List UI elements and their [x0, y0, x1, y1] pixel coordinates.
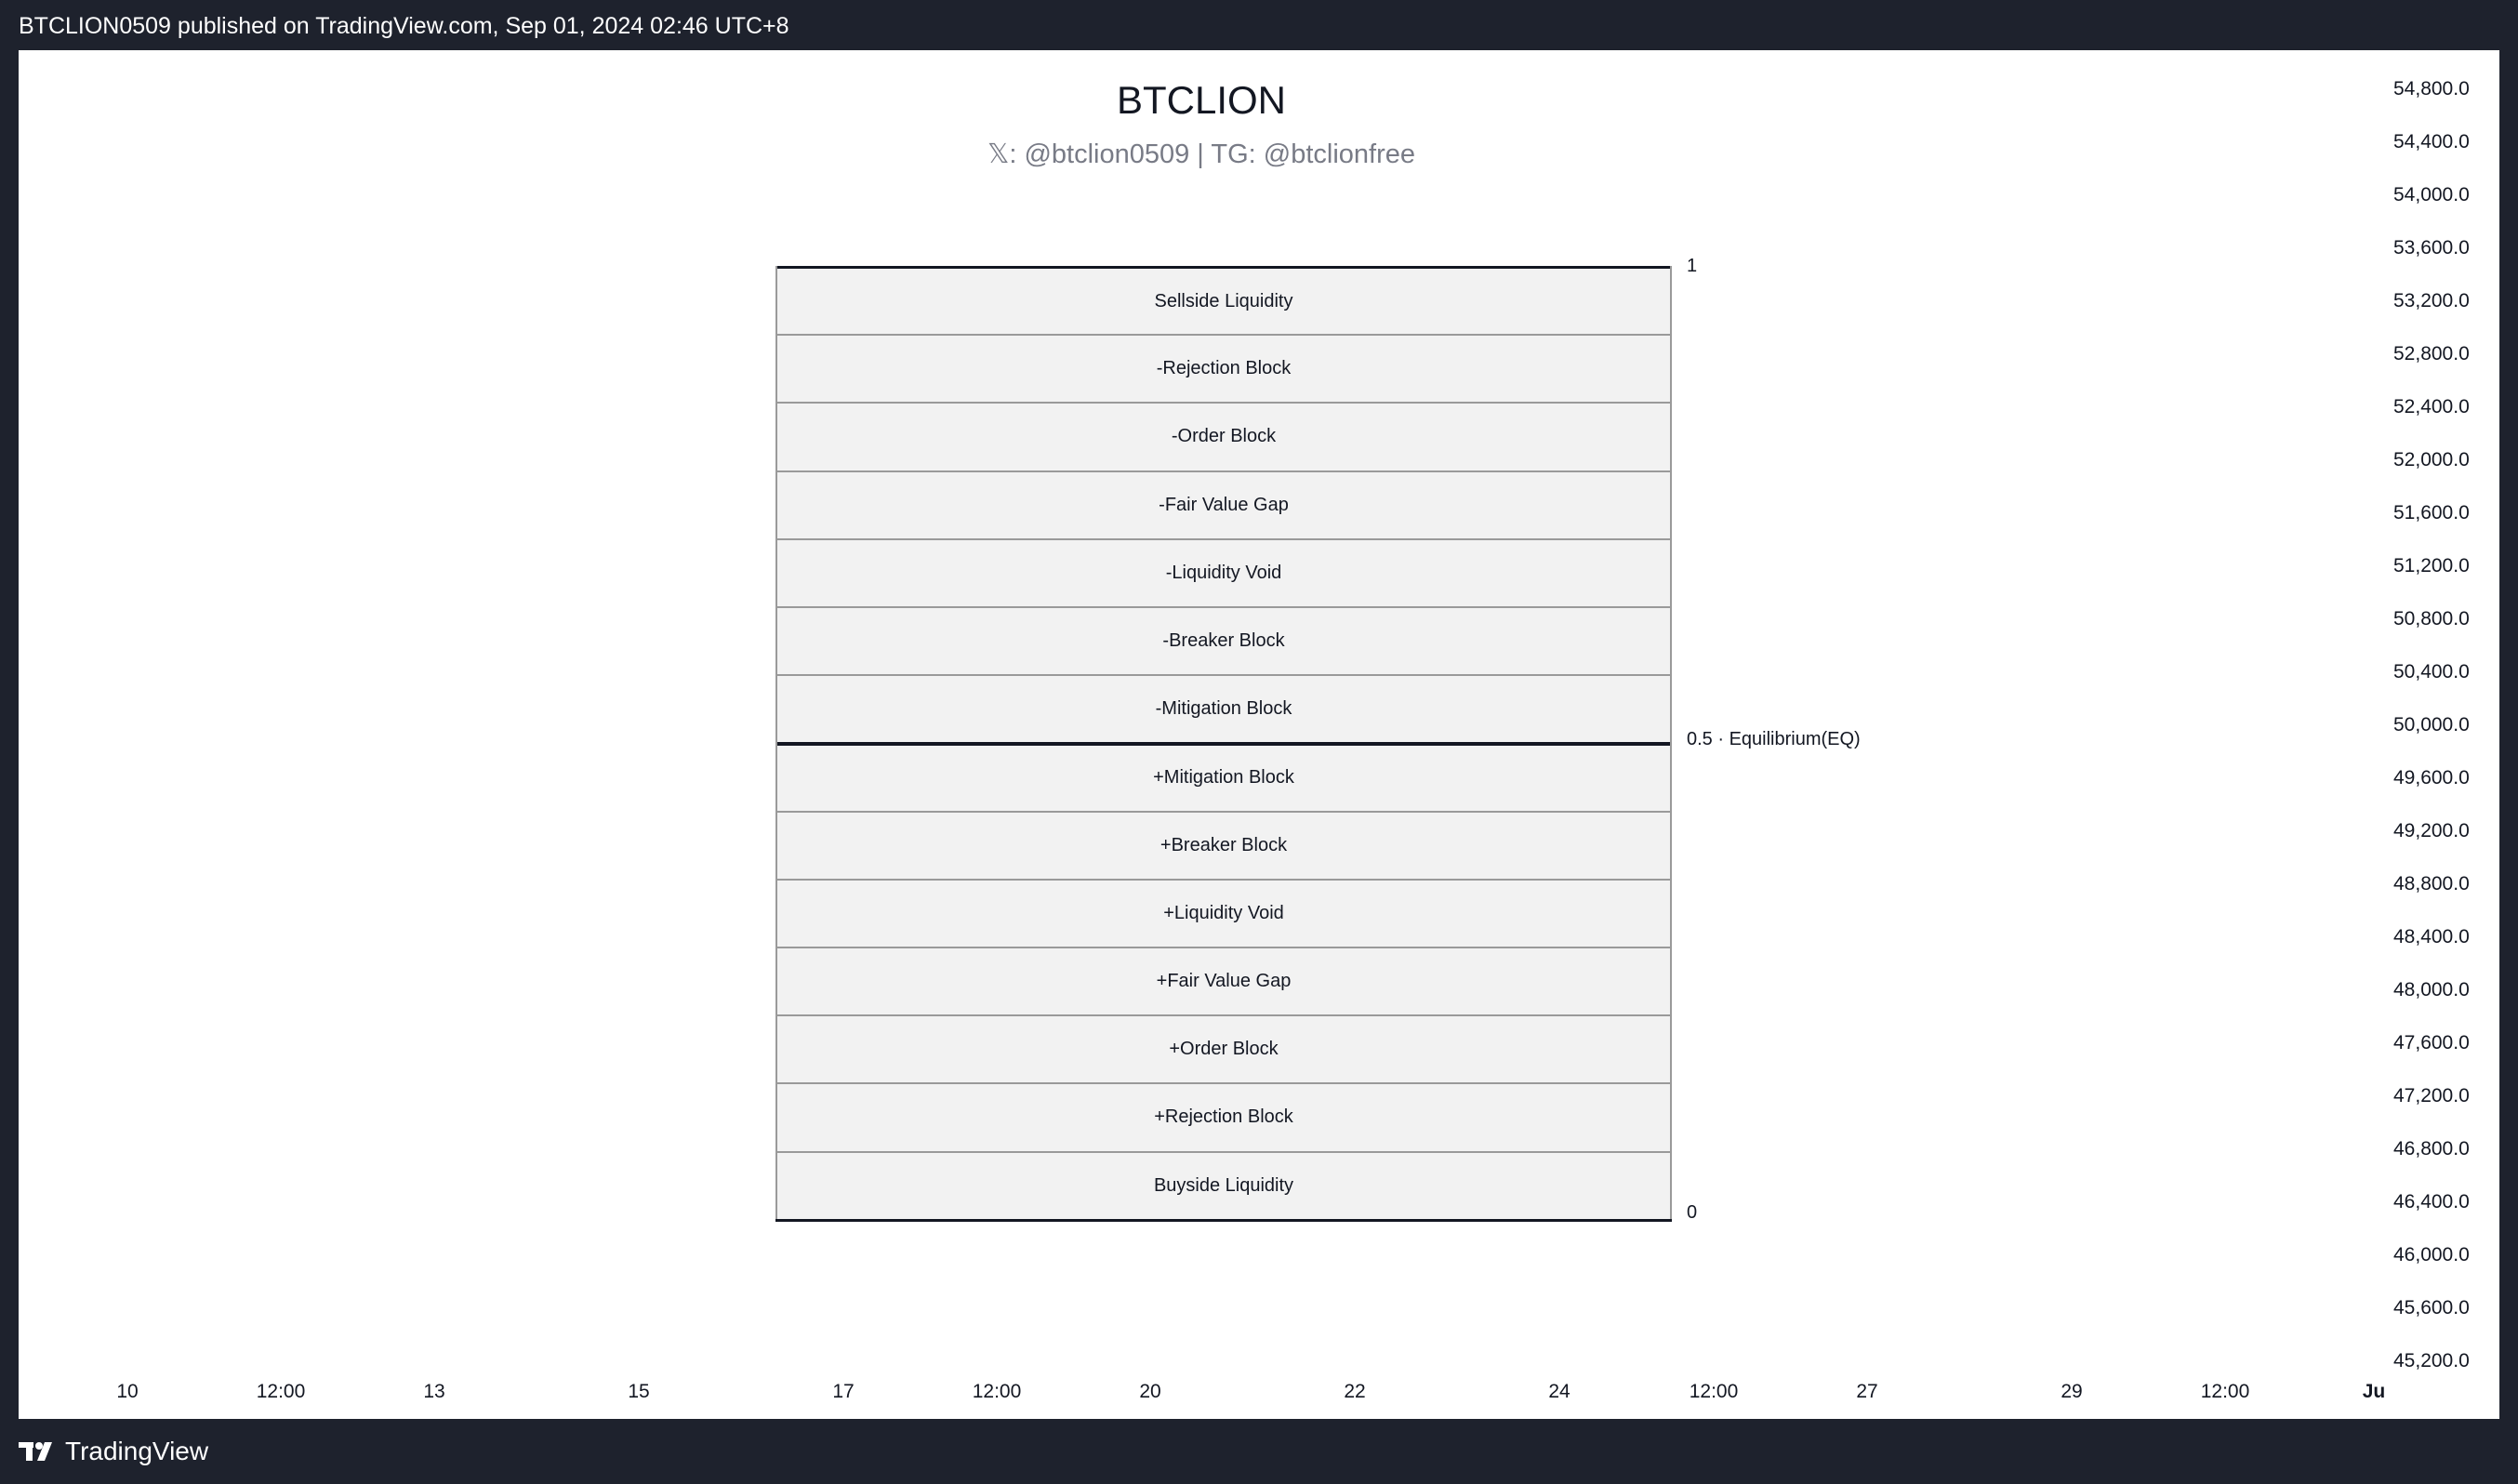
- price-tick: 52,800.0: [2393, 343, 2470, 364]
- zone-label: +Order Block: [1169, 1039, 1279, 1060]
- time-tick: 12:00: [1689, 1381, 1739, 1402]
- time-tick: 13: [423, 1381, 445, 1402]
- time-tick: 22: [1344, 1381, 1366, 1402]
- zone-row: -Fair Value Gap: [775, 470, 1672, 538]
- time-tick: 12:00: [972, 1381, 1022, 1402]
- zone-label: +Rejection Block: [1154, 1106, 1293, 1128]
- price-tick: 54,800.0: [2393, 78, 2470, 99]
- time-tick: 29: [2061, 1381, 2083, 1402]
- zone-row: -Mitigation Block: [775, 674, 1672, 743]
- price-tick: 51,600.0: [2393, 502, 2470, 523]
- price-tick: 50,400.0: [2393, 661, 2470, 682]
- price-tick: 53,200.0: [2393, 290, 2470, 311]
- price-tick: 47,600.0: [2393, 1032, 2470, 1053]
- price-tick: 52,400.0: [2393, 396, 2470, 417]
- price-tick: 46,800.0: [2393, 1138, 2470, 1159]
- brand-name: TradingView: [65, 1437, 209, 1465]
- time-tick: 24: [1548, 1381, 1570, 1402]
- price-tick: 45,200.0: [2393, 1350, 2470, 1371]
- price-tick: 49,200.0: [2393, 820, 2470, 841]
- price-tick: 48,400.0: [2393, 926, 2470, 947]
- price-tick: 53,600.0: [2393, 237, 2470, 258]
- level-label-bottom: 0: [1687, 1202, 1698, 1223]
- time-tick: 12:00: [256, 1381, 306, 1402]
- top-bar: BTCLION0509 published on TradingView.com…: [0, 0, 2518, 50]
- zone-row: +Breaker Block: [775, 810, 1672, 879]
- zone-label: -Mitigation Block: [1155, 698, 1292, 720]
- zone-label: +Mitigation Block: [1153, 767, 1294, 788]
- zone-label: +Fair Value Gap: [1156, 971, 1292, 992]
- price-tick: 47,200.0: [2393, 1085, 2470, 1106]
- price-tick: 54,400.0: [2393, 131, 2470, 152]
- time-tick: 20: [1139, 1381, 1161, 1402]
- zone-row: +Mitigation Block: [775, 742, 1672, 811]
- zone-row: -Breaker Block: [775, 606, 1672, 675]
- price-tick: 46,000.0: [2393, 1244, 2470, 1265]
- zone-label: +Liquidity Void: [1163, 902, 1284, 923]
- zone-row: +Liquidity Void: [775, 878, 1672, 947]
- price-tick: 50,800.0: [2393, 608, 2470, 629]
- chart-title: BTCLION: [1116, 78, 1287, 122]
- zone-row: -Liquidity Void: [775, 537, 1672, 606]
- time-tick: Ju: [2362, 1381, 2386, 1402]
- zone-label: -Breaker Block: [1162, 630, 1285, 652]
- time-tick: 10: [116, 1381, 139, 1402]
- zone-label: -Rejection Block: [1156, 358, 1292, 379]
- zone-row: -Rejection Block: [775, 334, 1672, 403]
- zone-bottom-line: [775, 1218, 1672, 1222]
- price-tick: 49,600.0: [2393, 767, 2470, 788]
- zone-label: -Order Block: [1171, 426, 1277, 447]
- tradingview-logo-icon: [19, 1442, 52, 1461]
- level-label-top: 1: [1687, 256, 1698, 276]
- zone-row: +Fair Value Gap: [775, 947, 1672, 1015]
- zone-label: +Breaker Block: [1160, 834, 1288, 855]
- time-tick: 15: [628, 1381, 650, 1402]
- zone-label: -Liquidity Void: [1165, 562, 1282, 583]
- level-label-equilibrium: 0.5 · Equilibrium(EQ): [1687, 729, 1861, 749]
- price-tick: 54,000.0: [2393, 184, 2470, 205]
- zone-label: -Fair Value Gap: [1159, 494, 1289, 515]
- bottom-bar: TradingView: [0, 1419, 2518, 1484]
- zone-row: Sellside Liquidity: [775, 266, 1672, 335]
- zone-row: -Order Block: [775, 402, 1672, 470]
- price-tick: 51,200.0: [2393, 555, 2470, 576]
- published-info: BTCLION0509 published on TradingView.com…: [19, 13, 789, 39]
- chart-area[interactable]: BTCLION 𝕏: @btclion0509 | TG: @btclionfr…: [19, 50, 2499, 1419]
- price-tick: 50,000.0: [2393, 714, 2470, 735]
- time-tick: 27: [1856, 1381, 1878, 1402]
- zone-row: +Rejection Block: [775, 1082, 1672, 1151]
- zone-label: Sellside Liquidity: [1154, 290, 1293, 311]
- price-tick: 46,400.0: [2393, 1191, 2470, 1212]
- price-tick: 48,800.0: [2393, 873, 2470, 894]
- zone-row: Buyside Liquidity: [775, 1150, 1672, 1219]
- price-tick: 52,000.0: [2393, 449, 2470, 470]
- zone-row: +Order Block: [775, 1014, 1672, 1083]
- price-tick: 45,600.0: [2393, 1297, 2470, 1318]
- tradingview-brand[interactable]: TradingView: [19, 1437, 208, 1466]
- time-tick: 17: [832, 1381, 855, 1402]
- price-tick: 48,000.0: [2393, 979, 2470, 1000]
- time-tick: 12:00: [2200, 1381, 2250, 1402]
- zone-label: Buyside Liquidity: [1153, 1174, 1294, 1196]
- chart-subtitle: 𝕏: @btclion0509 | TG: @btclionfree: [987, 139, 1415, 169]
